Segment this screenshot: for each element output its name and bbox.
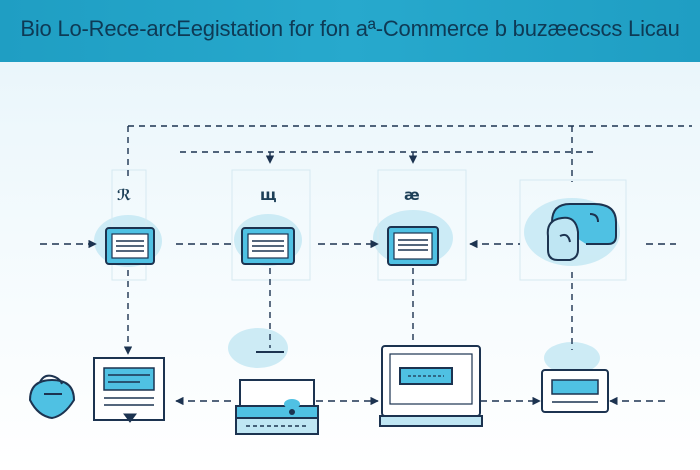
document-box-icon <box>105 227 155 265</box>
page-title: Bio Lo-Rece-arcEegistation for fon aª-Co… <box>20 16 680 41</box>
node-glyph-2: щ <box>260 186 277 204</box>
vertical-connectors <box>123 268 573 355</box>
guide-panels <box>111 169 627 281</box>
card-screen-icon <box>541 369 609 413</box>
background-blobs <box>94 198 620 374</box>
node-glyph-1: ℛ <box>117 186 132 204</box>
title-bar <box>0 0 700 62</box>
bag-icon <box>28 374 76 420</box>
top-connectors <box>127 125 692 182</box>
document-box-icon <box>241 227 295 265</box>
monitor-icon <box>379 345 483 427</box>
document-box-icon <box>387 226 439 266</box>
server-icon <box>235 351 319 435</box>
form-window-icon <box>93 357 165 423</box>
packet-hand-icon <box>546 203 617 261</box>
node-glyph-3: æ <box>404 186 420 204</box>
